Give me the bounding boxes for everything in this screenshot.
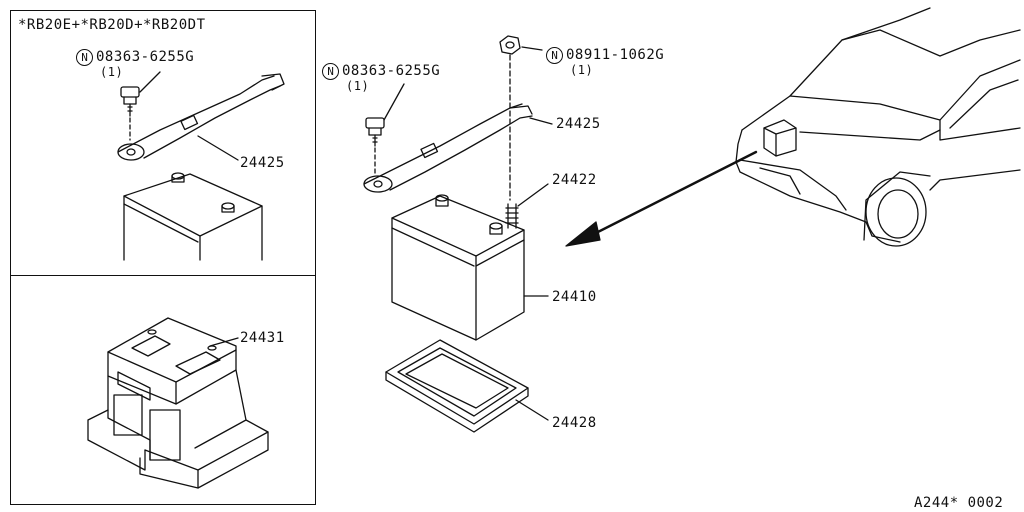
battery-holder-icon bbox=[87, 317, 269, 489]
battery-tray-icon bbox=[385, 339, 549, 433]
figure-code: A244* 0002 bbox=[914, 495, 1004, 511]
main-bolt-part-number: 08363-6255G bbox=[342, 63, 441, 79]
inset-bolt-n-badge: N bbox=[76, 49, 93, 66]
car-front-icon bbox=[735, 7, 1021, 247]
inset-cable-icon bbox=[117, 73, 285, 161]
battery-part-number: 24410 bbox=[552, 289, 597, 305]
main-bolt-n-badge: N bbox=[322, 63, 339, 80]
hold-down-stud-icon bbox=[505, 183, 549, 229]
main-nut-icon bbox=[499, 35, 543, 201]
inset-battery-icon bbox=[123, 172, 263, 261]
inset-bottom-frame bbox=[10, 275, 316, 505]
main-cable-icon bbox=[363, 103, 553, 193]
main-bolt-quantity: (1) bbox=[346, 79, 370, 93]
inset-variant-label: *RB20E+*RB20D+*RB20DT bbox=[18, 17, 206, 33]
tray-part-number: 24428 bbox=[552, 415, 597, 431]
location-arrow-icon bbox=[565, 150, 758, 247]
inset-bolt-quantity: (1) bbox=[100, 65, 124, 79]
nut-part-number: 08911-1062G bbox=[566, 47, 665, 63]
stud-part-number: 24422 bbox=[552, 172, 597, 188]
inset-cable-part-number: 24425 bbox=[240, 155, 285, 171]
inset-bolt-part-number: 08363-6255G bbox=[96, 49, 195, 65]
main-cable-part-number: 24425 bbox=[556, 116, 601, 132]
holder-part-number: 24431 bbox=[240, 330, 285, 346]
inset-bolt-icon bbox=[120, 71, 161, 141]
nut-quantity: (1) bbox=[570, 63, 594, 77]
main-bolt-icon bbox=[365, 83, 405, 175]
nut-n-badge: N bbox=[546, 47, 563, 64]
main-battery-icon bbox=[391, 194, 549, 341]
